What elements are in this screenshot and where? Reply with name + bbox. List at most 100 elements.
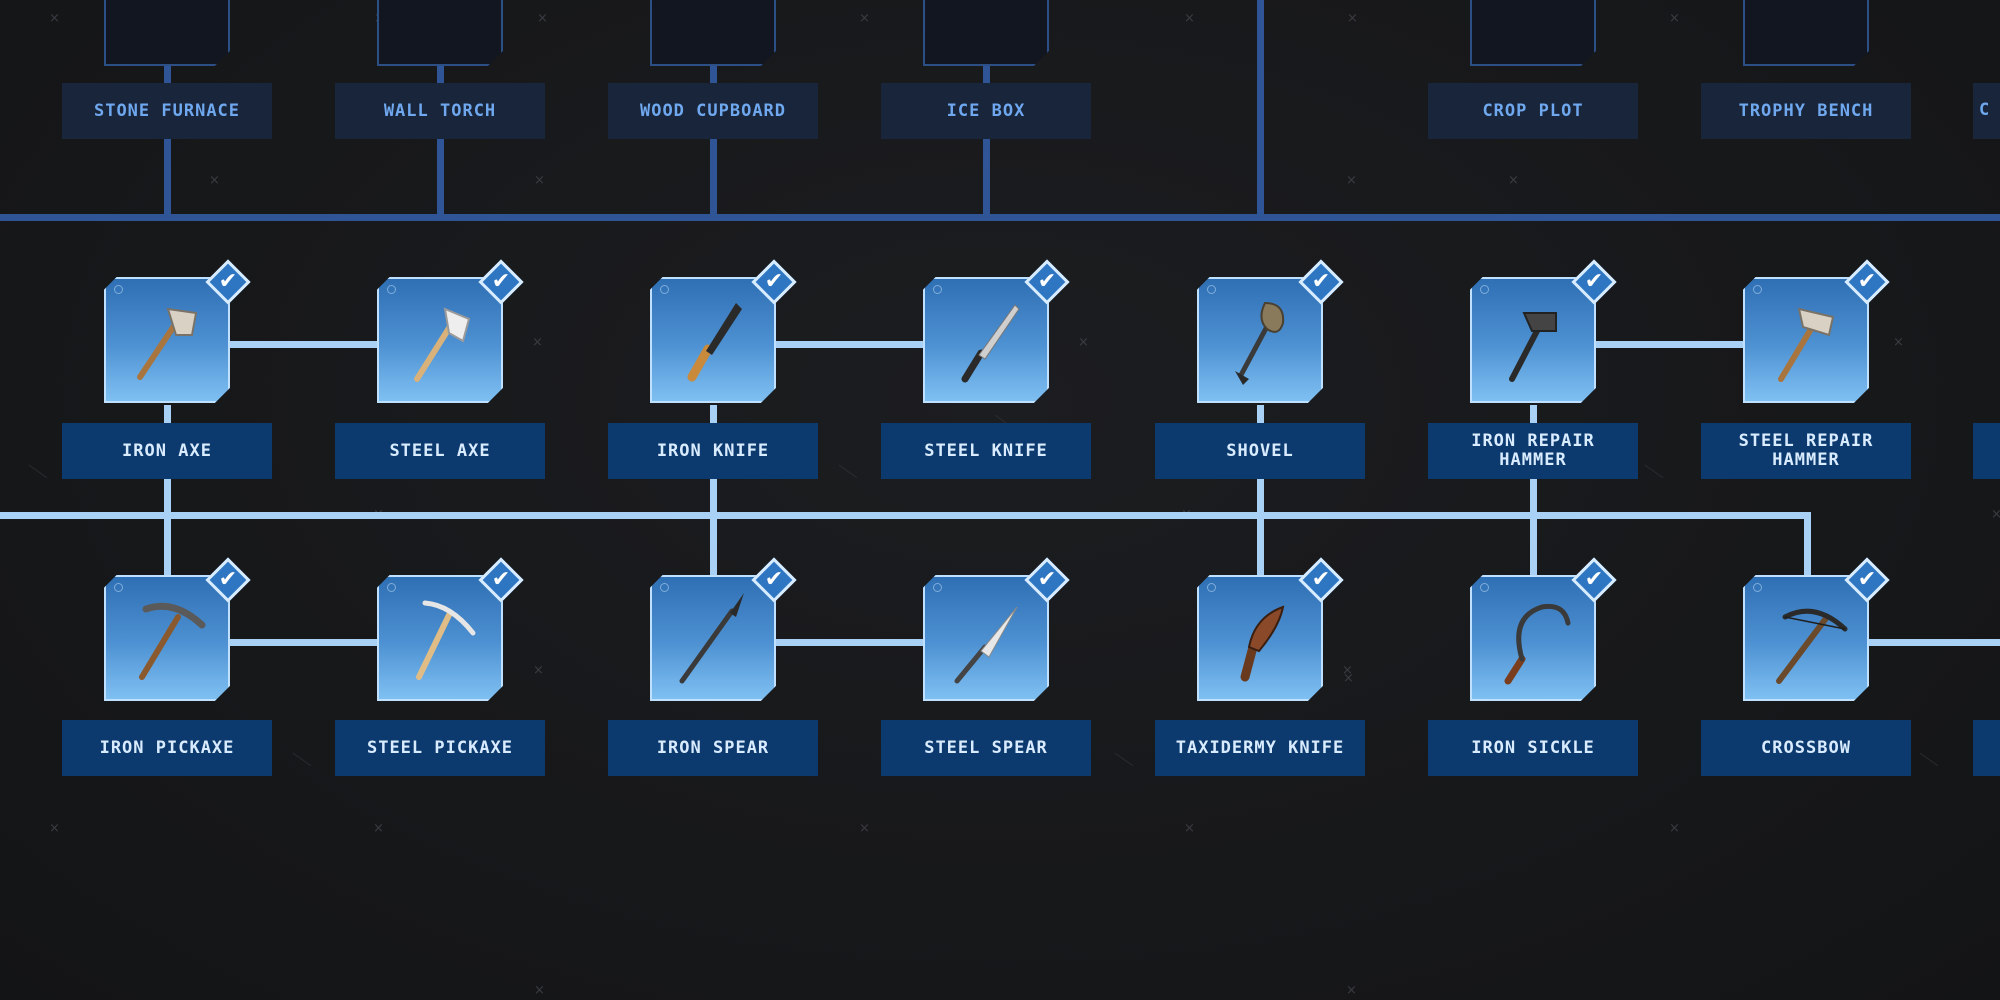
item-tile[interactable] [1743,277,1869,403]
item-label[interactable]: SHOVEL [1155,423,1365,479]
partial-item-label-text: C [1979,100,1990,120]
checkmark-icon: ✔ [205,259,251,305]
tile-pin-icon [114,285,123,294]
item-tile[interactable] [923,277,1049,403]
background-cross-mark: × [1184,11,1195,26]
item-label[interactable]: WALL TORCH [335,83,545,139]
item-label[interactable]: IRON AXE [62,423,272,479]
item-tile[interactable] [650,575,776,701]
item-tile[interactable] [1743,0,1869,66]
item-label[interactable]: STEEL AXE [335,423,545,479]
check-glyph: ✔ [1857,269,1877,294]
background-cross-mark: × [859,11,870,26]
connector-line [773,341,927,348]
item-tile[interactable] [1470,0,1596,66]
checkmark-icon: ✔ [1844,557,1890,603]
connector-line [1257,0,1264,218]
item-tile[interactable] [1743,575,1869,701]
partial-item-label[interactable]: C [1973,83,2000,139]
item-label[interactable]: STEEL PICKAXE [335,720,545,776]
connector-line [226,639,380,646]
iron-repair-hammer-icon [1509,312,1557,382]
background-cross-mark: × [1346,173,1357,188]
background-cross-mark: × [1184,821,1195,836]
item-tile[interactable] [650,277,776,403]
item-tile[interactable] [1197,575,1323,701]
item-label[interactable]: CROP PLOT [1428,83,1638,139]
item-tile[interactable] [104,0,230,66]
steel-spear-icon [954,606,1018,684]
checkmark-icon: ✔ [1844,259,1890,305]
item-tile[interactable] [1470,575,1596,701]
item-label[interactable]: STEEL REPAIR HAMMER [1701,423,1911,479]
item-label[interactable]: TROPHY BENCH [1701,83,1911,139]
checkmark-icon: ✔ [1571,557,1617,603]
item-tile[interactable] [377,0,503,66]
item-tile[interactable] [377,575,503,701]
item-label[interactable]: STEEL SPEAR [881,720,1091,776]
partial-item-label[interactable] [1973,423,2000,479]
background-cross-mark: × [537,11,548,26]
item-tile[interactable] [377,277,503,403]
connector-line [226,341,380,348]
check-glyph: ✔ [1584,567,1604,592]
iron-pickaxe-icon [139,602,206,680]
item-tile[interactable] [104,277,230,403]
item-label[interactable]: STEEL KNIFE [881,423,1091,479]
wood-cupboard-icon [652,0,774,64]
item-label[interactable]: WOOD CUPBOARD [608,83,818,139]
background-cross-mark: × [1342,663,1353,678]
tile-pin-icon [1207,285,1216,294]
stone-furnace-icon [106,0,228,64]
item-label[interactable]: IRON PICKAXE [62,720,272,776]
item-label[interactable]: IRON KNIFE [608,423,818,479]
checkmark-icon: ✔ [751,259,797,305]
background-cross-mark: × [1669,821,1680,836]
connector-line [1593,341,1747,348]
item-label[interactable]: CROSSBOW [1701,720,1911,776]
check-glyph: ✔ [1037,269,1057,294]
item-tile[interactable] [650,0,776,66]
background-cross-mark: × [1991,507,2000,522]
check-glyph: ✔ [1037,567,1057,592]
trophy-bench-icon [1745,0,1867,64]
partial-item-label[interactable] [1973,720,2000,776]
tile-pin-icon [660,583,669,592]
iron-sickle-icon [1504,603,1571,685]
background-cross-mark: × [1346,983,1357,998]
item-tile[interactable] [1197,277,1323,403]
ice-box-icon [925,0,1047,64]
item-tile[interactable] [923,0,1049,66]
item-label[interactable]: ICE BOX [881,83,1091,139]
check-glyph: ✔ [1311,269,1331,294]
checkmark-icon: ✔ [478,557,524,603]
steel-repair-hammer-icon [1778,307,1835,382]
check-glyph: ✔ [764,269,784,294]
background-tick-mark [22,464,48,487]
item-tile[interactable] [1470,277,1596,403]
check-glyph: ✔ [218,269,238,294]
item-label[interactable]: STONE FURNACE [62,83,272,139]
background-cross-mark: × [373,821,384,836]
checkmark-icon: ✔ [1024,557,1070,603]
connector-line [1866,639,2000,646]
check-glyph: ✔ [1311,567,1331,592]
connector-line [0,214,2000,221]
item-tile[interactable] [923,575,1049,701]
tile-pin-icon [387,583,396,592]
connector-line [1804,512,1811,578]
check-glyph: ✔ [491,567,511,592]
wall-torch-icon [379,0,501,64]
connector-line [710,405,717,578]
tile-pin-icon [1480,583,1489,592]
item-label[interactable]: IRON SICKLE [1428,720,1638,776]
background-tick-mark [1638,464,1664,487]
background-cross-mark: × [534,173,545,188]
iron-spear-icon [679,593,744,684]
item-tile[interactable] [104,575,230,701]
check-glyph: ✔ [1584,269,1604,294]
item-label[interactable]: IRON SPEAR [608,720,818,776]
background-cross-mark: × [534,983,545,998]
item-label[interactable]: IRON REPAIR HAMMER [1428,423,1638,479]
item-label[interactable]: TAXIDERMY KNIFE [1155,720,1365,776]
